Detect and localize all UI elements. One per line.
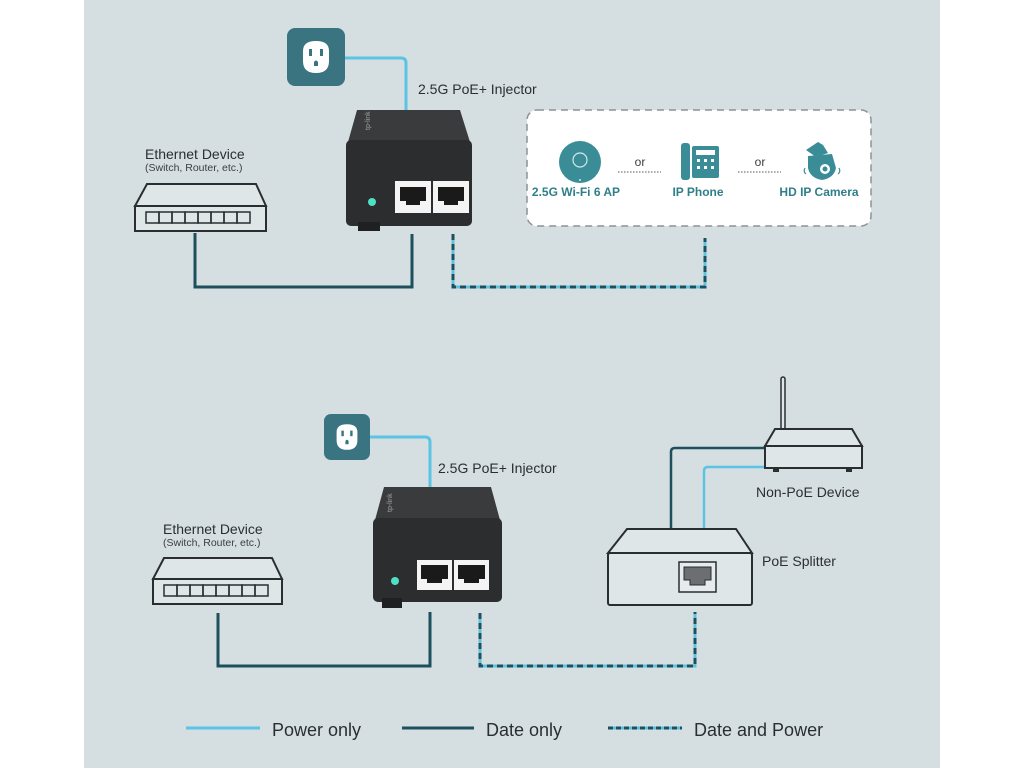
power-line (344, 56, 408, 112)
data-and-power-line (451, 234, 707, 289)
ethernet-port-icon (417, 560, 452, 590)
legend-item-power-only: Power only (186, 720, 361, 740)
legend-item-data-only: Date only (402, 720, 562, 740)
poe-injector-device: tp-link (373, 487, 502, 608)
ip-phone-icon (681, 143, 719, 180)
svg-text:tp-link: tp-link (365, 111, 372, 130)
data-line (193, 233, 414, 289)
ip-camera-icon (803, 142, 841, 180)
data-line (216, 612, 432, 668)
data-line (669, 446, 765, 529)
legend-label: Date only (486, 720, 562, 740)
power-line (702, 465, 765, 529)
or-separator: or (755, 155, 766, 169)
led-icon (368, 198, 376, 206)
ethernet-port-icon (454, 560, 489, 590)
ethernet-port-icon (433, 181, 469, 213)
non-poe-device-label: Non-PoE Device (756, 484, 860, 500)
injector-label: 2.5G PoE+ Injector (418, 81, 537, 97)
ethernet-device-title: Ethernet Device (163, 521, 263, 537)
device-label-phone: IP Phone (672, 185, 723, 199)
poe-injector-device: tp-link (346, 110, 472, 231)
or-separator: or (635, 155, 646, 169)
poe-splitter-icon (605, 528, 754, 606)
injector-label: 2.5G PoE+ Injector (438, 460, 557, 476)
bottom-diagram: 2.5G PoE+ Injector tp-link Ethernet Devi… (151, 376, 864, 668)
power-outlet-icon (324, 414, 370, 460)
ethernet-device-title: Ethernet Device (145, 146, 245, 162)
data-and-power-line (478, 612, 697, 668)
legend-label: Power only (272, 720, 361, 740)
legend-item-data-and-power: Date and Power (608, 720, 823, 740)
power-line (368, 435, 432, 489)
network-switch-icon (133, 183, 268, 232)
led-icon (391, 577, 399, 585)
poe-splitter-label: PoE Splitter (762, 553, 836, 569)
legend: Power only Date only Date and Power (186, 720, 823, 740)
router-icon (763, 376, 864, 472)
legend-label: Date and Power (694, 720, 823, 740)
device-label-ap: 2.5G Wi-Fi 6 AP (532, 185, 620, 199)
power-outlet-icon (287, 28, 345, 86)
svg-text:tp-link: tp-link (387, 493, 394, 512)
access-point-icon (559, 141, 601, 183)
ethernet-device-subtitle: (Switch, Router, etc.) (163, 537, 260, 549)
network-switch-icon (151, 557, 284, 605)
ethernet-port-icon (395, 181, 431, 213)
device-label-camera: HD IP Camera (779, 185, 858, 199)
ethernet-device-subtitle: (Switch, Router, etc.) (145, 162, 242, 174)
top-diagram: 2.5G PoE+ Injector tp-link Ethernet Devi… (133, 28, 872, 289)
